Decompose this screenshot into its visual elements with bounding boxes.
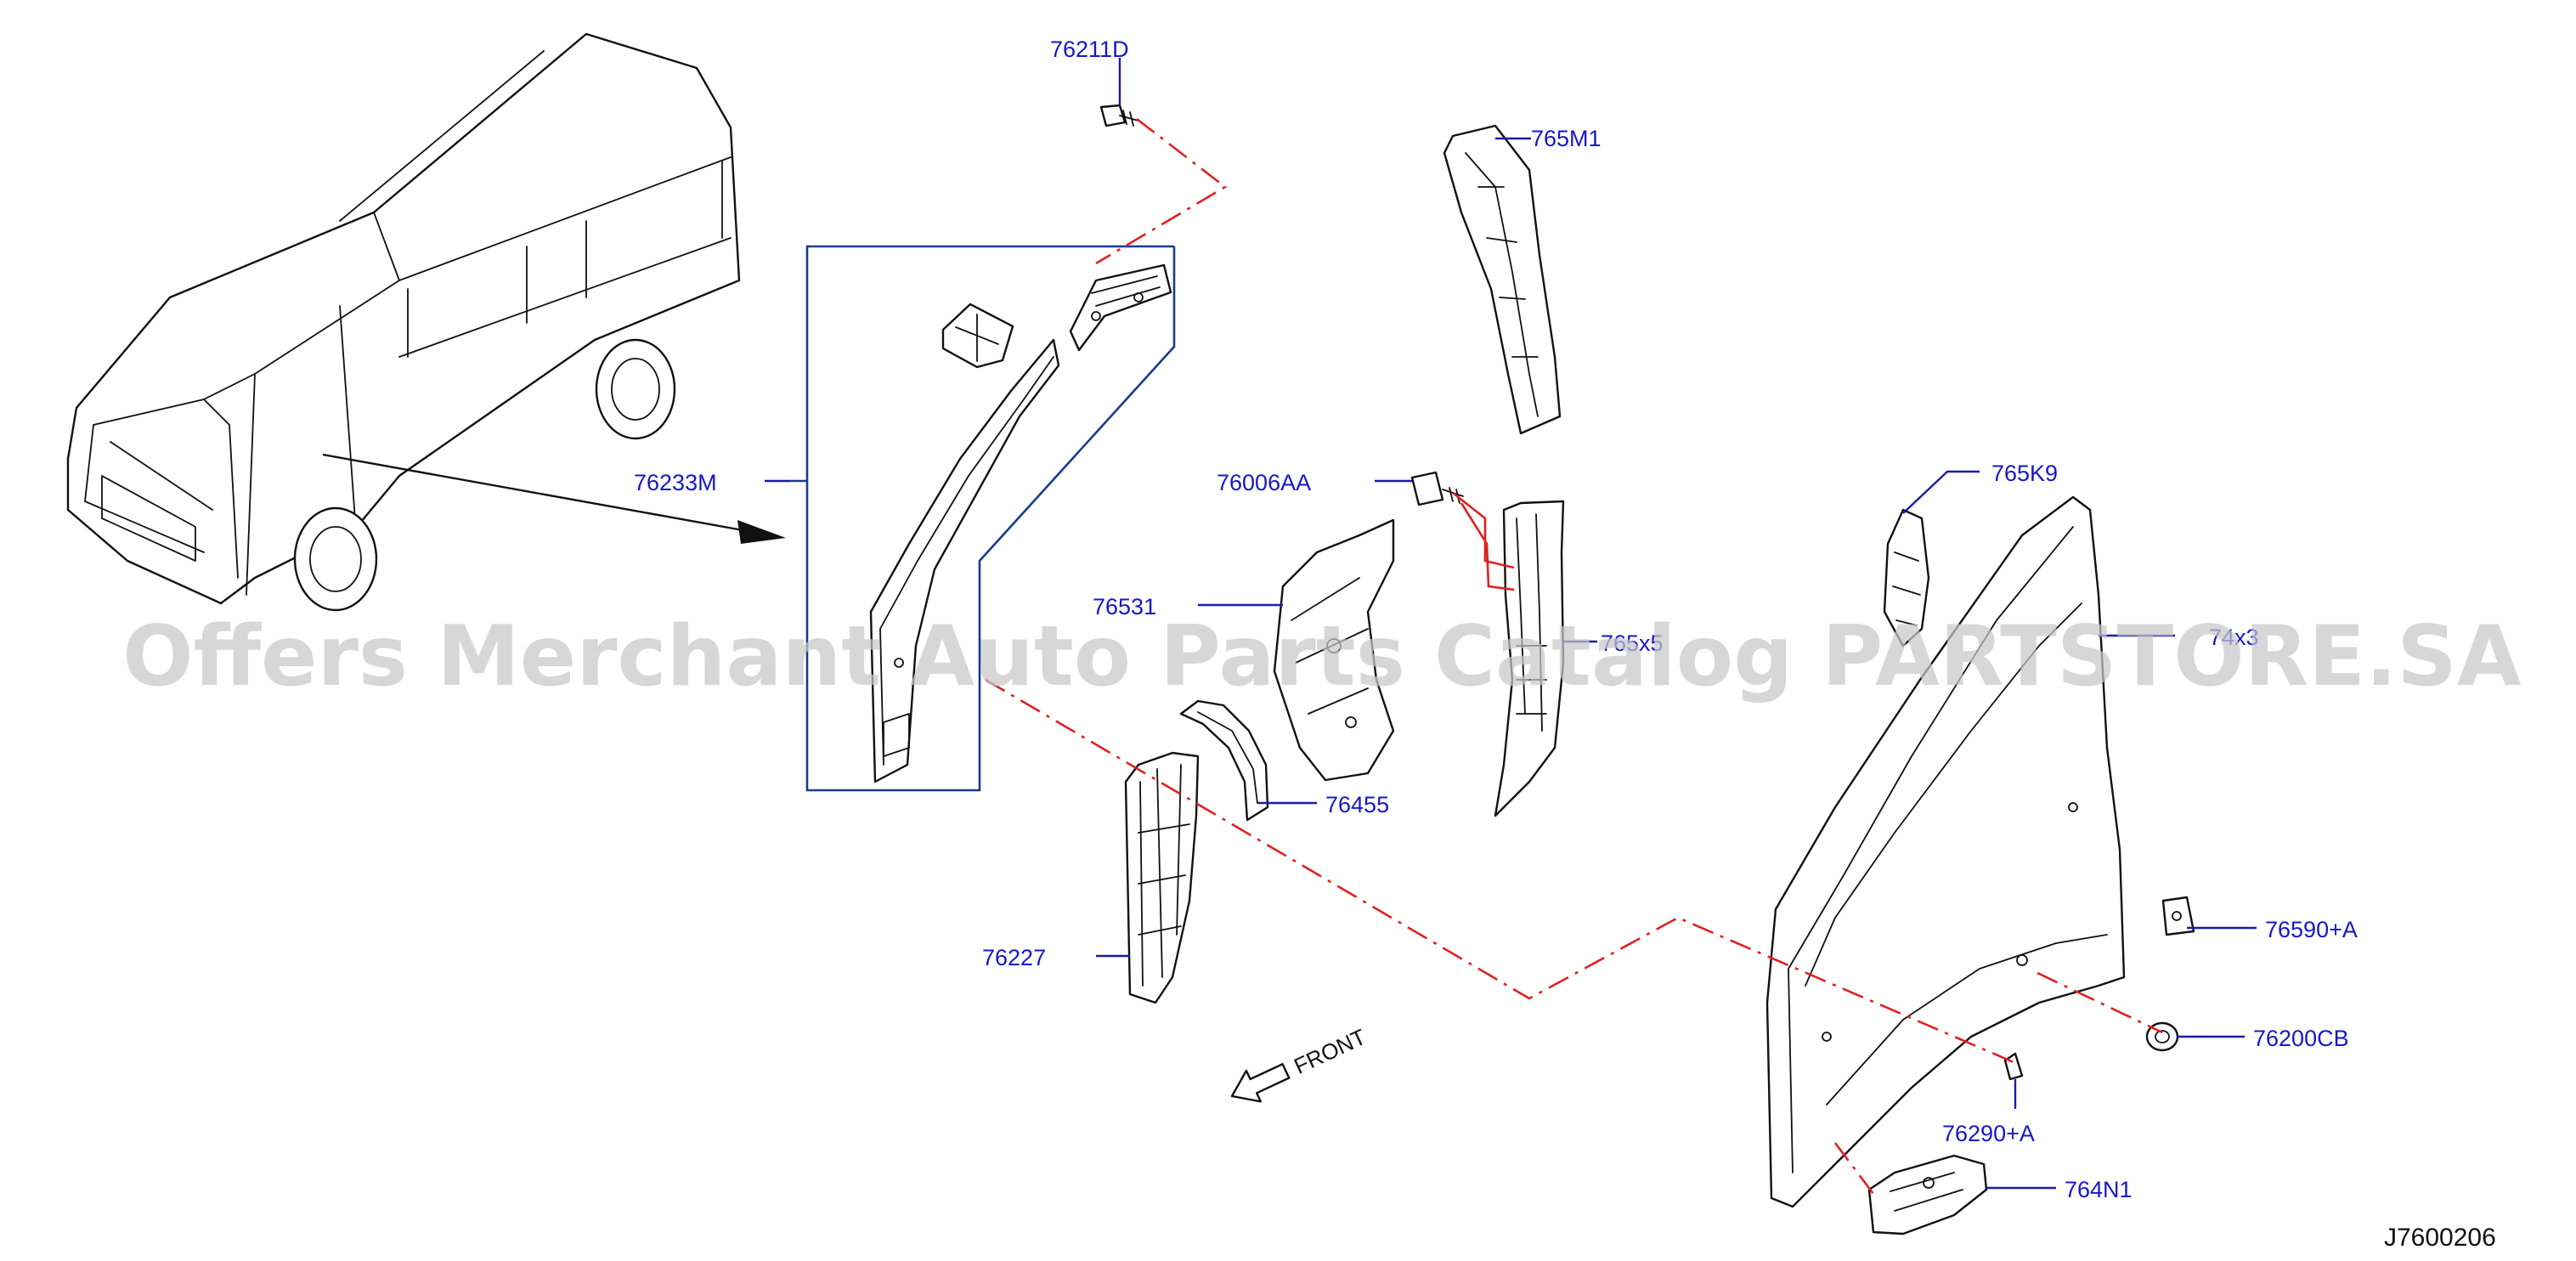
front-direction-indicator: FRONT: [1230, 1024, 1370, 1103]
callout-76211D[interactable]: 76211D: [1050, 37, 1129, 62]
part-hinge-pillar-76227: [1124, 751, 1200, 1004]
part-bracket-764N1: [1867, 1154, 1988, 1236]
part-bracket-765K9: [1883, 508, 1930, 647]
part-clip-76290A: [2003, 1052, 2024, 1081]
callout-76006AA[interactable]: 76006AA: [1217, 470, 1311, 495]
assembly-lines: [985, 117, 2163, 1195]
part-pillar-765x5: [1494, 500, 1565, 817]
callout-76590A[interactable]: 76590+A: [2265, 917, 2358, 942]
leader-lines: [765, 58, 2257, 1190]
callout-765x5[interactable]: 765x5: [1601, 630, 1664, 656]
callout-764N1[interactable]: 764N1: [2065, 1177, 2133, 1202]
part-roof-rail-bracket: [1069, 263, 1172, 352]
front-label: FRONT: [1290, 1024, 1370, 1079]
part-inner-panel-76531: [1273, 518, 1395, 782]
callout-76531[interactable]: 76531: [1093, 594, 1156, 619]
callout-76290A[interactable]: 76290+A: [1942, 1121, 2035, 1146]
bracket-box-76233M: [790, 245, 1176, 792]
reference-arrow: [322, 453, 786, 544]
callout-labels: 76211D 765M1 76233M 76006AA 76531 765x5 …: [634, 37, 2358, 1202]
callout-765M1[interactable]: 765M1: [1531, 126, 1602, 151]
front-arrow-icon: [1230, 1063, 1291, 1103]
callout-76455[interactable]: 76455: [1325, 792, 1389, 817]
part-fender-74x3: [1765, 495, 2126, 1208]
callout-765K9[interactable]: 765K9: [1991, 461, 2058, 486]
watermark: Offers Merchant Auto Parts Catalog PARTS…: [122, 608, 2522, 705]
van-illustration: [66, 32, 741, 612]
callout-76200CB[interactable]: 76200CB: [2253, 1026, 2349, 1051]
part-a-pillar-reinforcement: [869, 338, 1060, 783]
part-bolt-76006AA: [1410, 471, 1464, 506]
part-clip-76590A: [2161, 896, 2195, 936]
callout-76227[interactable]: 76227: [982, 945, 1046, 970]
part-wheel-arch-76455: [1179, 699, 1269, 822]
callout-74x3[interactable]: 74x3: [2209, 625, 2259, 650]
callout-76233M[interactable]: 76233M: [634, 470, 717, 495]
part-bolt-76211D: [1099, 104, 1139, 127]
part-pillar-765M1: [1443, 124, 1562, 435]
part-gusset-bracket: [941, 303, 1014, 369]
diagram-id: J7600206: [2384, 1224, 2496, 1252]
